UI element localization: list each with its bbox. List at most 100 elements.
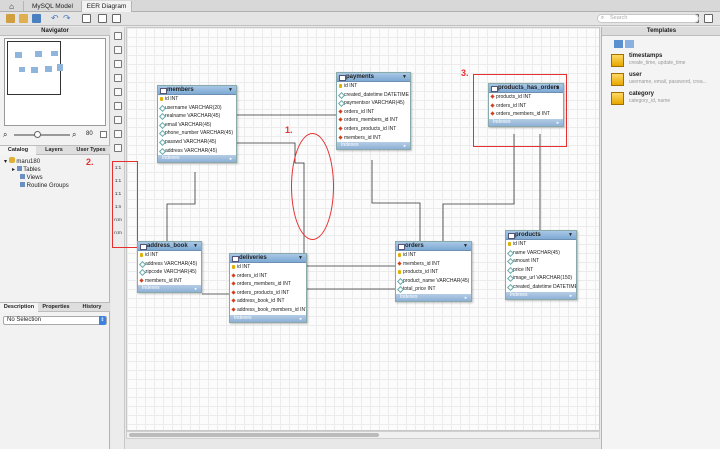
- tab-layers[interactable]: Layers: [45, 147, 63, 153]
- redo-icon[interactable]: ↷: [63, 13, 71, 23]
- toggle-output-icon[interactable]: [98, 14, 107, 23]
- entity-column[interactable]: members_id INT: [337, 134, 410, 143]
- template-list-icon[interactable]: [625, 40, 634, 48]
- entity-column[interactable]: address VARCHAR(45): [138, 260, 201, 269]
- rel-1-n-tool[interactable]: 1:n: [114, 204, 122, 209]
- entity-column[interactable]: id INT: [337, 82, 410, 91]
- save-icon[interactable]: [32, 14, 41, 23]
- image-tool-icon[interactable]: [114, 102, 122, 110]
- entity-indexes-toggle[interactable]: Indexes: [489, 118, 563, 126]
- entity-header[interactable]: products_has_orders: [489, 84, 563, 93]
- zoom-out-icon[interactable]: ⌕: [3, 130, 8, 139]
- entity-column[interactable]: passwd VARCHAR(45): [158, 138, 236, 147]
- rel-1-1-nonident-tool[interactable]: 1:1: [114, 165, 122, 170]
- text-tool-icon[interactable]: [114, 88, 122, 96]
- entity-column[interactable]: id INT: [230, 263, 306, 272]
- entity-column[interactable]: price INT: [506, 266, 576, 275]
- entity-column[interactable]: orders_members_id INT: [489, 110, 563, 119]
- entity-products-has-orders[interactable]: products_has_ordersproducts_id INTorders…: [488, 83, 564, 127]
- entity-column[interactable]: products_id INT: [396, 268, 471, 277]
- tree-tables[interactable]: ▸ Tables: [12, 166, 41, 173]
- zoom-slider[interactable]: [14, 134, 70, 136]
- open-folder-icon[interactable]: [19, 14, 28, 23]
- entity-header[interactable]: deliveries: [230, 254, 306, 263]
- zoom-level[interactable]: 80: [86, 131, 93, 137]
- entity-column[interactable]: name VARCHAR(45): [506, 249, 576, 258]
- selection-dropdown[interactable]: No Selection⇕: [3, 316, 107, 325]
- layout-right-icon[interactable]: [704, 14, 713, 23]
- search-input[interactable]: ⌕Search: [597, 14, 699, 23]
- rel-n-m-existing-tool[interactable]: n:m: [114, 230, 122, 235]
- pointer-tool-icon[interactable]: [114, 32, 122, 40]
- entity-column[interactable]: orders_id INT: [230, 272, 306, 281]
- entity-column[interactable]: email VARCHAR(45): [158, 121, 236, 130]
- entity-header[interactable]: payments: [337, 73, 410, 82]
- navigator-minimap[interactable]: [4, 38, 106, 126]
- tab-description[interactable]: Description: [0, 303, 38, 312]
- entity-column[interactable]: orders_members_id INT: [337, 116, 410, 125]
- entity-column[interactable]: zipcode VARCHAR(45): [138, 268, 201, 277]
- entity-column[interactable]: phone_number VARCHAR(45): [158, 129, 236, 138]
- routine-tool-icon[interactable]: [114, 144, 122, 152]
- rel-1-1-tool[interactable]: 1:1: [114, 191, 122, 196]
- entity-column[interactable]: members_id INT: [396, 260, 471, 269]
- entity-indexes-toggle[interactable]: Indexes: [396, 293, 471, 301]
- entity-column[interactable]: orders_id INT: [337, 108, 410, 117]
- tab-history[interactable]: History: [82, 304, 102, 310]
- scrollbar-thumb[interactable]: [129, 433, 379, 437]
- eraser-tool-icon[interactable]: [114, 60, 122, 68]
- tab-user-types[interactable]: User Types: [76, 147, 106, 153]
- entity-header[interactable]: address_book: [138, 242, 201, 251]
- entity-indexes-toggle[interactable]: Indexes: [337, 142, 410, 150]
- tree-schema[interactable]: ▾ maru180: [4, 157, 40, 165]
- new-file-icon[interactable]: [6, 14, 15, 23]
- entity-column[interactable]: image_url VARCHAR(150): [506, 274, 576, 283]
- tab-catalog[interactable]: Catalog: [0, 146, 36, 155]
- entity-header[interactable]: members: [158, 86, 236, 95]
- entity-header[interactable]: orders: [396, 242, 471, 251]
- entity-column[interactable]: orders_products_id INT: [337, 125, 410, 134]
- entity-column[interactable]: id INT: [138, 251, 201, 260]
- entity-indexes-toggle[interactable]: Indexes: [506, 291, 576, 299]
- zoom-stepper[interactable]: [100, 131, 107, 138]
- zoom-in-icon[interactable]: ⌕: [72, 130, 77, 139]
- table-tool-icon[interactable]: [114, 116, 122, 124]
- tree-views[interactable]: Views: [20, 174, 43, 181]
- entity-column[interactable]: product_name VARCHAR(45): [396, 277, 471, 286]
- entity-column[interactable]: created_datetime DATETIME: [337, 91, 410, 100]
- entity-indexes-toggle[interactable]: Indexes: [158, 155, 236, 163]
- entity-column[interactable]: total_price INT: [396, 285, 471, 294]
- entity-column[interactable]: address_book_members_id INT: [230, 306, 306, 315]
- template-grid-icon[interactable]: [614, 40, 623, 48]
- entity-column[interactable]: created_datetime DATETIME: [506, 283, 576, 292]
- entity-column[interactable]: username VARCHAR(20): [158, 104, 236, 113]
- zoom-slider-handle[interactable]: [34, 131, 41, 138]
- view-tool-icon[interactable]: [114, 130, 122, 138]
- entity-column[interactable]: address VARCHAR(45): [158, 147, 236, 156]
- entity-column[interactable]: paymentsor VARCHAR(45): [337, 99, 410, 108]
- entity-column[interactable]: orders_id INT: [489, 102, 563, 111]
- entity-column[interactable]: address_book_id INT: [230, 297, 306, 306]
- undo-icon[interactable]: ↶: [51, 13, 59, 23]
- entity-column[interactable]: id INT: [396, 251, 471, 260]
- horizontal-scrollbar[interactable]: [126, 431, 600, 439]
- tab-eer-diagram[interactable]: EER Diagram: [82, 1, 132, 12]
- entity-column[interactable]: id INT: [158, 95, 236, 104]
- entity-column[interactable]: members_id INT: [138, 277, 201, 286]
- entity-column[interactable]: amount INT: [506, 257, 576, 266]
- tab-home[interactable]: ⌂: [0, 1, 24, 12]
- entity-column[interactable]: orders_members_id INT: [230, 280, 306, 289]
- entity-column[interactable]: orders_products_id INT: [230, 289, 306, 298]
- rel-1-1-ident-tool[interactable]: 1:1: [114, 178, 122, 183]
- entity-column[interactable]: products_id INT: [489, 93, 563, 102]
